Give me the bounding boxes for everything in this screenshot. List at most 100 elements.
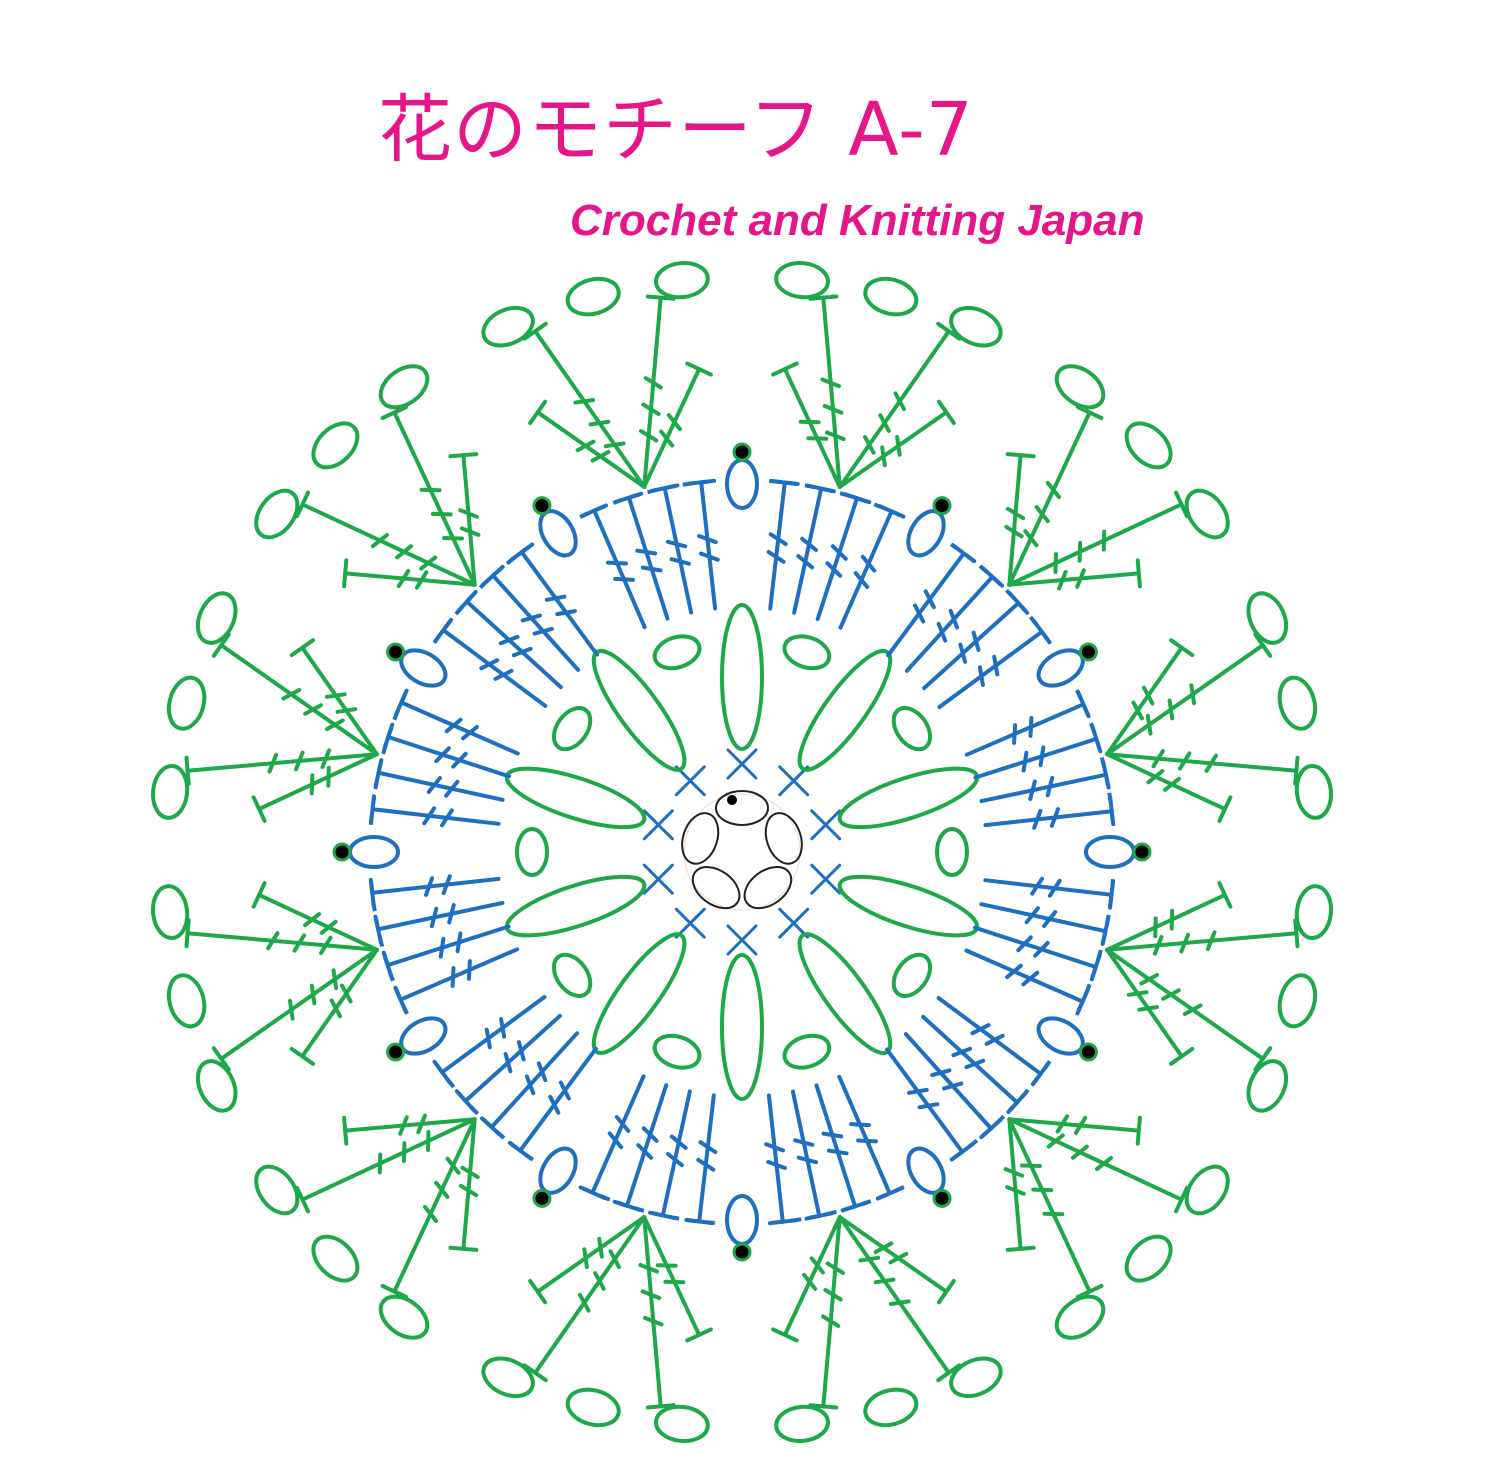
petal-loop [720, 953, 764, 1101]
start-marker-dot [732, 1242, 752, 1262]
fan-chain-loop [1124, 1234, 1173, 1283]
single-crochet-mark [726, 748, 758, 780]
fan-chain-loop [195, 591, 238, 645]
fan-stitch [522, 321, 647, 489]
petal-chain [652, 634, 702, 671]
petal-chain [891, 952, 933, 998]
fan-stitch [1007, 1117, 1189, 1214]
petal-chain [652, 1033, 702, 1070]
single-crochet-mark [642, 809, 674, 841]
ring-treble-stitch [886, 543, 977, 658]
round-4-treble-ring [348, 458, 1136, 1246]
ring-edge [579, 479, 715, 519]
ring-treble-stitch [507, 1046, 598, 1161]
single-crochet-mark [674, 765, 706, 797]
petal-loop [797, 648, 893, 772]
start-marker-dot [386, 1042, 406, 1062]
fan [1003, 1114, 1230, 1340]
ring-edge [1075, 879, 1115, 1015]
ring-chain-loop [725, 1194, 759, 1246]
fan-short-stitch [1105, 752, 1233, 823]
fan-stitch [211, 947, 379, 1072]
ring-treble-stitch [973, 724, 1103, 780]
fan [481, 1215, 713, 1444]
start-markers [332, 442, 1152, 1262]
round-2-single-crochet [642, 748, 842, 956]
fan-short-stitch [837, 399, 956, 489]
fan-chain-loop [1246, 591, 1289, 645]
ring-treble-stitch [684, 1093, 718, 1225]
fan-stitch [1105, 632, 1273, 757]
diagram-title: 花のモチーフ A-7 [378, 87, 974, 173]
fan-chain-loop [863, 1387, 919, 1428]
fan-stitch [1105, 918, 1300, 956]
ring-edge [579, 1185, 715, 1225]
fan [771, 1215, 1003, 1444]
fan-chain-loop [774, 1404, 831, 1444]
fan-chain-loop [150, 763, 190, 820]
fan [481, 260, 713, 489]
fan-short-stitch [1003, 1117, 1036, 1252]
fan-short-stitch [642, 361, 713, 489]
ring-treble-stitch [454, 1013, 562, 1113]
petal-chain [935, 827, 969, 877]
fan-stitch [1007, 490, 1189, 587]
fan-short-stitch [1007, 1114, 1142, 1146]
start-marker-dot [532, 496, 552, 516]
ring-treble-stitch [983, 796, 1116, 830]
fan-chain-loop [1246, 1059, 1289, 1113]
start-marker-dot [532, 1188, 552, 1208]
fan-chain-loop [653, 1404, 710, 1444]
fan-stitch [639, 294, 676, 489]
fan-chain-loop [1294, 884, 1334, 941]
ring-treble-stitch [983, 876, 1115, 910]
fan-chain-loop [378, 364, 430, 410]
fan-short-stitch [1105, 638, 1195, 757]
single-crochet-mark [642, 863, 674, 895]
fan-chain-loop [863, 276, 919, 317]
fan-short-stitch [448, 452, 481, 587]
center-chain-stitch [715, 790, 769, 826]
fan-short-stitch [771, 1215, 842, 1343]
single-crochet-mark [726, 924, 758, 956]
fan-short-stitch [528, 399, 647, 489]
petal-chain [891, 706, 933, 752]
petal-chain [515, 827, 549, 877]
single-crochet-mark [778, 907, 810, 939]
fan [254, 364, 481, 590]
fan-short-stitch [251, 752, 379, 823]
fan [1105, 591, 1334, 823]
start-marker-dot [1078, 642, 1098, 662]
fan-chain-loop [378, 1294, 430, 1340]
fan-short-stitch [1105, 881, 1233, 952]
single-crochet-mark [778, 765, 810, 797]
fan-chain-loop [653, 260, 710, 300]
fan-chain-loop [311, 1234, 360, 1283]
fan-short-stitch [342, 558, 477, 590]
fan-short-stitch [837, 1215, 956, 1305]
petal-loop [837, 874, 980, 938]
fan-stitch [638, 1215, 676, 1410]
ring-treble-stitch [937, 619, 1052, 709]
petal-loop [720, 603, 764, 751]
fan-chain-loop [1184, 1164, 1230, 1216]
ring-treble-stitch [814, 1083, 870, 1213]
fan-stitch [1105, 749, 1300, 786]
site-credit: Crochet and Knitting Japan [570, 196, 1145, 245]
start-marker-dot [727, 795, 737, 805]
fan-stitch [184, 748, 379, 786]
petal-loop [837, 766, 980, 830]
single-crochet-mark [810, 863, 842, 895]
petal-loop [504, 874, 647, 938]
fan-stitch [295, 1117, 477, 1214]
fan-stitch [211, 632, 379, 757]
ring-edge [949, 1059, 1052, 1162]
fan [150, 881, 379, 1113]
fan-chain-loop [150, 884, 190, 941]
petal-loop [504, 766, 647, 830]
fan-chain-loop [1054, 364, 1106, 410]
fan-chain-loop [166, 973, 207, 1029]
ring-treble-stitch [614, 491, 670, 621]
single-crochet-mark [810, 809, 842, 841]
